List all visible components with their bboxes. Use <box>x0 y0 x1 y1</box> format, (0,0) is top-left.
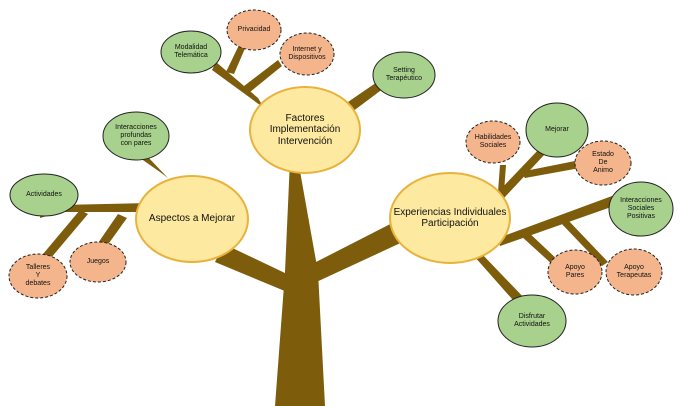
tree-branches <box>38 43 614 406</box>
label-mejorar: Mejorar <box>545 125 569 133</box>
label-experiencias: Experiencias Individuales Participación <box>393 206 507 230</box>
label-apoyo-pares: Apoyo Pares <box>565 263 585 279</box>
node-juegos <box>69 241 127 283</box>
node-estado <box>574 140 632 186</box>
branch-left-upper <box>140 154 168 178</box>
node-habilidades <box>465 120 521 164</box>
node-actividades <box>9 173 79 217</box>
node-apoyo-terapeutas <box>605 248 663 296</box>
branch-left <box>215 244 292 294</box>
node-experiencias <box>389 172 511 264</box>
node-apoyo-pares <box>547 249 603 295</box>
label-interacciones-profundas: Interacciones profundas con pares <box>115 123 157 148</box>
label-interacciones-positivas: Interacciones Sociales Positivas <box>620 196 662 221</box>
node-interacciones-positivas <box>608 181 674 237</box>
branch-right-twig-2 <box>520 160 580 178</box>
node-modalidad <box>160 30 222 74</box>
label-disfrutar: Disfrutar Actividades <box>514 312 550 328</box>
label-actividades: Actividades <box>26 190 62 198</box>
label-internet: Internet y Dispositivos <box>288 45 326 61</box>
label-habilidades: Habilidades Sociales <box>474 133 512 149</box>
label-estado: Estado De Animo <box>592 150 614 175</box>
branch-left-lower-2 <box>96 214 127 250</box>
branch-right-lower-1 <box>560 218 608 266</box>
label-privacidad: Privacidad <box>237 25 271 33</box>
node-mejorar <box>525 102 589 158</box>
branch-right-twig-1 <box>498 165 506 192</box>
node-setting <box>372 51 436 99</box>
branch-right-lower-2 <box>520 230 560 266</box>
branch-left-lower-1 <box>38 210 88 265</box>
node-talleres <box>8 253 68 299</box>
trunk <box>275 160 325 406</box>
branch-top-left <box>212 62 264 108</box>
branch-top-twig-2 <box>244 60 282 92</box>
branch-right-mid <box>498 196 614 246</box>
node-aspectos <box>135 175 249 263</box>
label-modalidad: Modalidad Telemática <box>174 43 208 59</box>
label-setting: Setting Terapéutico <box>385 66 423 82</box>
node-factores <box>249 86 361 174</box>
label-juegos: Juegos <box>86 257 110 265</box>
node-privacidad <box>226 9 282 51</box>
node-internet <box>279 32 335 76</box>
label-factores: Factores Implementación Intervención <box>269 112 341 147</box>
node-interacciones-profundas <box>102 111 170 161</box>
branch-top-twig-1 <box>226 43 246 74</box>
label-talleres: Talleres Y debates <box>25 263 51 288</box>
branch-right-lower-3 <box>474 252 528 308</box>
branch-top-right <box>348 80 384 112</box>
label-apoyo-terapeutas: Apoyo Terapeutas <box>616 263 652 279</box>
node-disfrutar <box>497 294 567 348</box>
label-aspectos: Aspectos a Mejorar <box>148 213 236 225</box>
